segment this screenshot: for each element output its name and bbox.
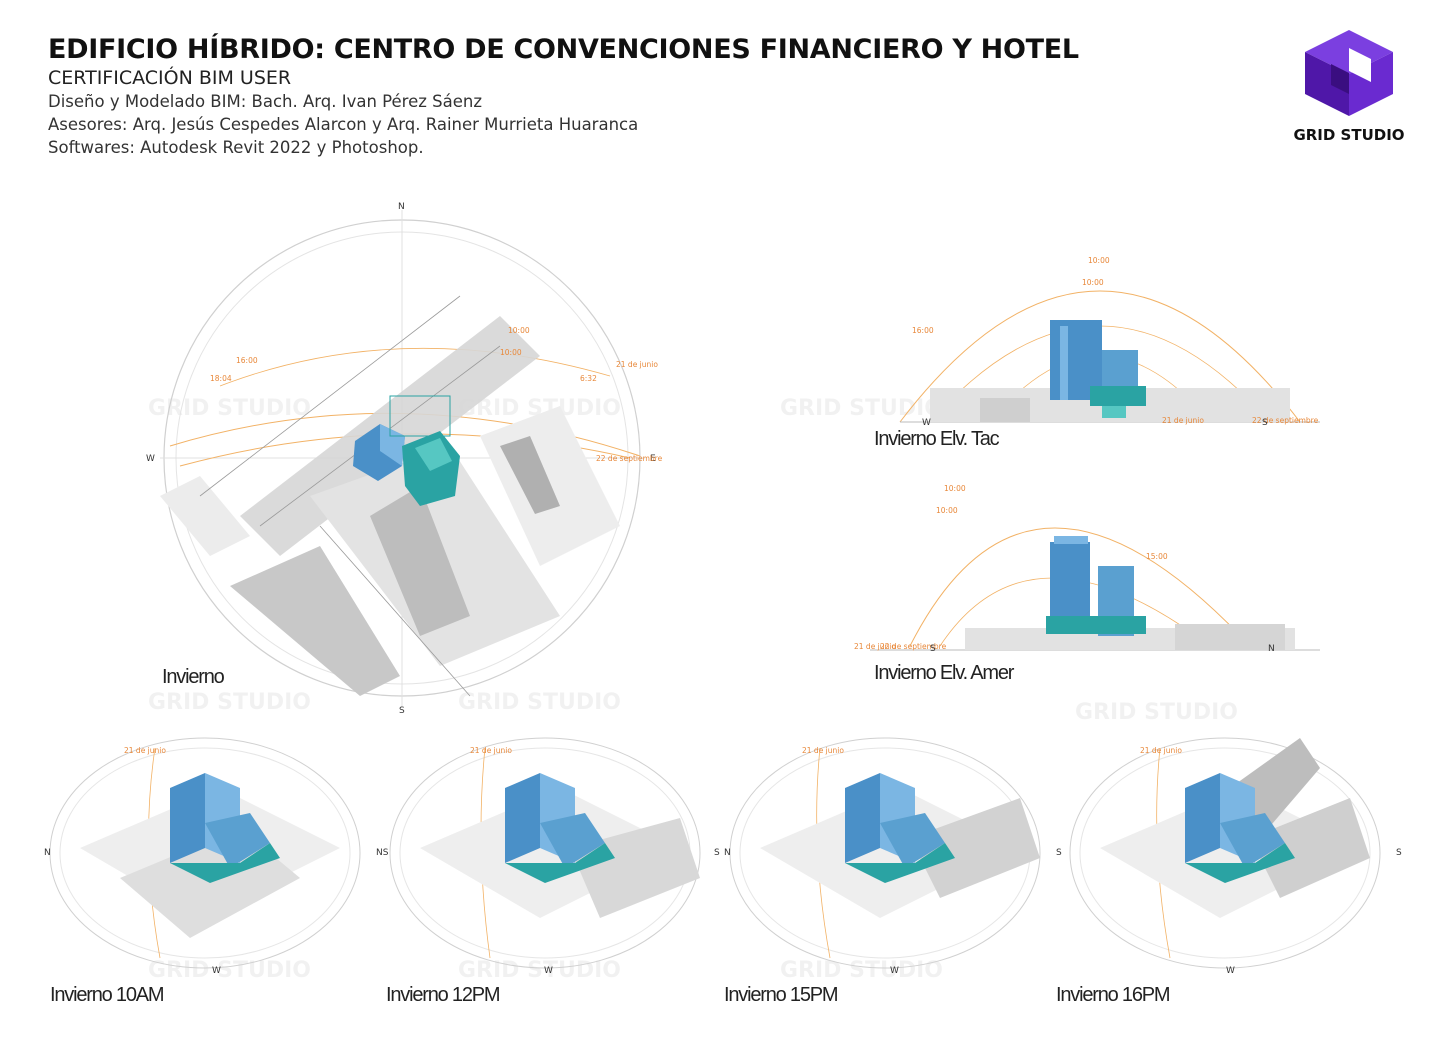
watermark: GRID STUDIO <box>148 958 311 983</box>
elevation-tac-caption: Invierno Elv. Tac <box>874 428 1000 450</box>
september-label: 22 de septiembre <box>596 454 663 463</box>
time-label: 6:32 <box>580 374 597 383</box>
time-label: 15:00 <box>1146 552 1168 561</box>
advisors-credit: Asesores: Arq. Jesús Cespedes Alarcon y … <box>48 115 639 134</box>
south-label: S <box>714 848 720 858</box>
logo-text: GRID STUDIO <box>1293 126 1405 144</box>
time-label: 10:00 <box>936 506 958 515</box>
june-label: 21 de junio <box>1162 416 1204 425</box>
page-title: EDIFICIO HÍBRIDO: CENTRO DE CONVENCIONES… <box>48 34 1079 65</box>
watermark: GRID STUDIO <box>458 690 621 715</box>
september-label: 22 de septiembre <box>880 642 947 651</box>
design-credit: Diseño y Modelado BIM: Bach. Arq. Ivan P… <box>48 92 483 111</box>
september-label: 22 de septiembre <box>1252 416 1319 425</box>
south-label: S <box>1396 848 1402 858</box>
header: EDIFICIO HÍBRIDO: CENTRO DE CONVENCIONES… <box>48 32 1079 159</box>
view-16pm-diagram <box>1069 737 1381 969</box>
west-label: W <box>212 966 221 976</box>
time-label: 10:00 <box>508 326 530 335</box>
view-15pm-diagram <box>729 737 1041 969</box>
sun-plan-diagram <box>160 210 645 706</box>
june-label: 21 de junio <box>1140 746 1182 755</box>
west-label: W <box>1226 966 1235 976</box>
time-label: 10:00 <box>1088 256 1110 265</box>
view-16pm: S W 21 de junio Invierno 16PM <box>1056 728 1402 1018</box>
north-label: N <box>44 848 51 858</box>
view-10am-caption: Invierno 10AM <box>50 984 165 1006</box>
elevation-tac-diagram <box>899 290 1320 423</box>
time-label: 16:00 <box>236 356 258 365</box>
north-label: N <box>1268 644 1275 654</box>
june-label: 21 de junio <box>616 360 658 369</box>
cube-logo-icon <box>1305 30 1393 116</box>
view-16pm-caption: Invierno 16PM <box>1056 984 1171 1006</box>
view-12pm: S W 21 de junio Invierno 12PM <box>380 728 720 1018</box>
view-10am: N NS W 21 de junio Invierno 10AM <box>40 728 388 1018</box>
time-label: 18:04 <box>210 374 232 383</box>
time-label: 16:00 <box>912 326 934 335</box>
view-12pm-caption: Invierno 12PM <box>386 984 501 1006</box>
north-label: N <box>724 848 731 858</box>
watermark: GRID STUDIO <box>780 958 943 983</box>
south-label: S <box>1262 418 1268 428</box>
grid-studio-logo: GRID STUDIO <box>1290 28 1408 144</box>
software-credit: Softwares: Autodesk Revit 2022 y Photosh… <box>48 138 424 157</box>
elevation-amer: 10:00 10:00 15:00 21 de junio 22 de sept… <box>850 470 1330 690</box>
elevation-tac: 10:00 10:00 16:00 W 21 de junio 22 de se… <box>870 210 1340 460</box>
june-label: 21 de junio <box>124 746 166 755</box>
main-plan-caption: Invierno <box>162 666 225 688</box>
south-label: S <box>399 706 405 716</box>
west-label: W <box>544 966 553 976</box>
time-label: 10:00 <box>1082 278 1104 287</box>
watermark: GRID STUDIO <box>148 690 311 715</box>
west-label: W <box>146 454 155 464</box>
south-label: NS <box>376 848 389 858</box>
elevation-amer-diagram <box>870 527 1320 651</box>
west-label: W <box>890 966 899 976</box>
east-label: E <box>650 454 656 464</box>
north-label: N <box>398 202 405 212</box>
june-label: 21 de junio <box>854 642 896 651</box>
watermark: GRID STUDIO <box>1075 700 1238 725</box>
view-12pm-diagram <box>389 737 701 969</box>
south-label: S <box>930 644 936 654</box>
view-10am-diagram <box>49 737 361 969</box>
main-sun-plan: N S W E 10:00 10:00 16:00 18:04 6:32 21 … <box>140 196 663 716</box>
watermark: GRID STUDIO <box>148 396 311 421</box>
june-label: 21 de junio <box>470 746 512 755</box>
june-label: 21 de junio <box>802 746 844 755</box>
time-label: 10:00 <box>500 348 522 357</box>
time-label: 10:00 <box>944 484 966 493</box>
page-subtitle: CERTIFICACIÓN BIM USER <box>48 67 292 89</box>
south-label: S <box>1056 848 1062 858</box>
west-label: W <box>922 418 931 428</box>
view-15pm-caption: Invierno 15PM <box>724 984 839 1006</box>
elevation-amer-caption: Invierno Elv. Amer <box>874 662 1014 684</box>
watermark: GRID STUDIO <box>780 396 943 421</box>
view-15pm: N S W 21 de junio Invierno 15PM <box>720 728 1062 1018</box>
